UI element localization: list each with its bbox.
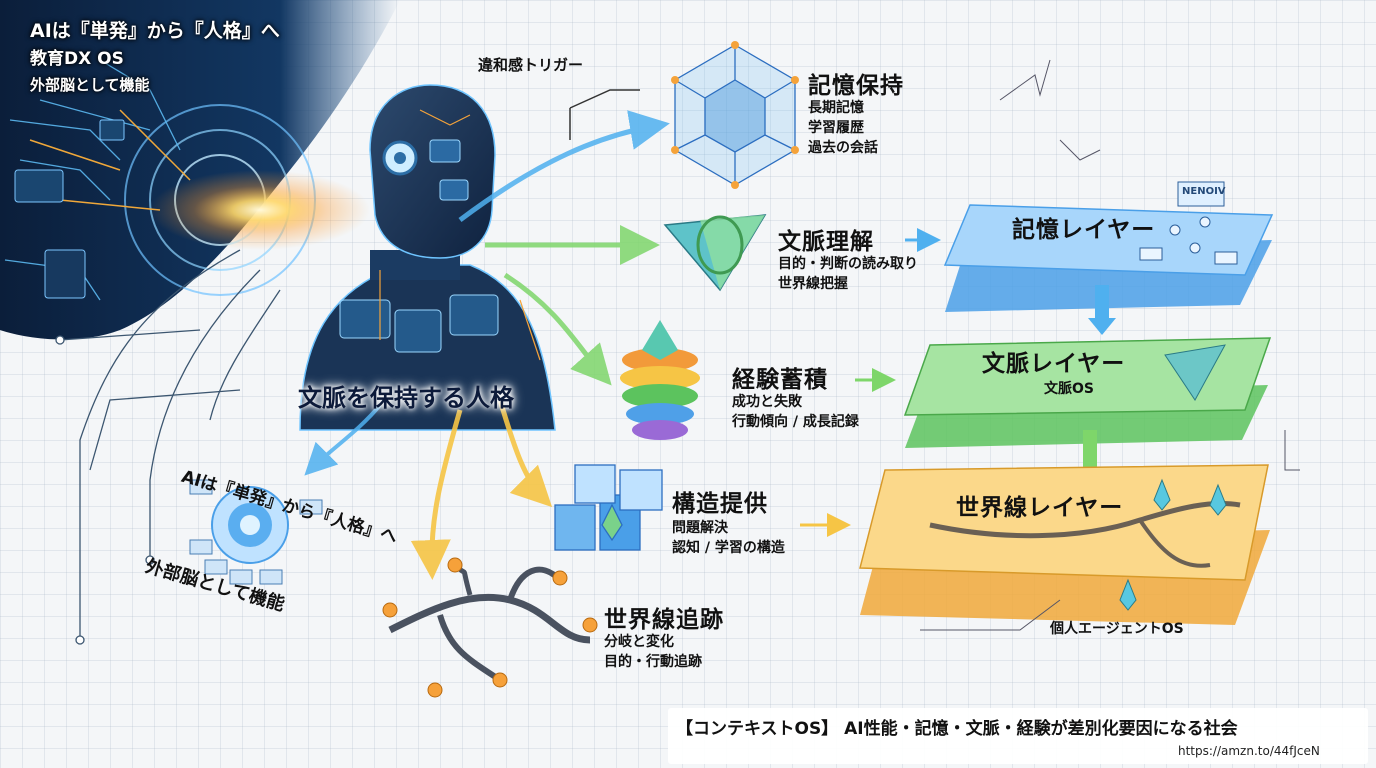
top-left-subtitle: 教育DX OS xyxy=(30,49,124,69)
memory-network-icon xyxy=(671,41,799,189)
memory-node-details: 長期記憶 学習履歴 過去の会話 xyxy=(808,100,878,156)
context-layer-subtitle: 文脈OS xyxy=(1044,381,1094,397)
top-left-title: AIは『単発』から『人格』へ xyxy=(30,20,280,42)
layer-stack-caption: 個人エージェントOS xyxy=(1050,621,1184,637)
footer-box xyxy=(668,708,1368,764)
arrow-to-structure xyxy=(497,399,553,508)
structure-node-title: 構造提供 xyxy=(672,491,768,517)
robot-figure xyxy=(299,84,556,431)
structure-node-details: 問題解決 認知 / 学習の構造 xyxy=(672,520,785,556)
context-prism-icon xyxy=(663,214,767,292)
worldline-map-icon xyxy=(382,557,598,698)
experience-node-details: 成功と失敗 行動傾向 / 成長記録 xyxy=(732,394,859,430)
arrow-to-left-diagram xyxy=(304,403,382,476)
experience-node-title: 経験蓄積 xyxy=(732,367,828,393)
center-persona-title: 文脈を保持する人格 xyxy=(298,384,514,412)
memory-layer-plane xyxy=(943,181,1274,312)
trigger-connector xyxy=(569,89,640,109)
left-bottom-diagram xyxy=(189,479,323,585)
trigger-label: 違和感トリガー xyxy=(478,56,584,74)
dark-swirl-background xyxy=(0,0,400,340)
memory-node-title: 記憶保持 xyxy=(808,73,904,99)
top-left-caption: 外部脳として機能 xyxy=(30,76,150,94)
experience-spiral-icon xyxy=(620,320,700,440)
context-node-title: 文脈理解 xyxy=(778,229,874,255)
memory-layer-tag: NENOIV xyxy=(1182,186,1226,197)
memory-layer-title: 記憶レイヤー xyxy=(1012,217,1156,243)
context-layer-plane xyxy=(903,337,1272,448)
context-node-details: 目的・判断の読み取り 世界線把握 xyxy=(778,256,918,292)
arrow-to-worldline xyxy=(410,409,463,580)
footer-url[interactable]: https://amzn.to/44fJceN xyxy=(1178,744,1320,758)
context-layer-title: 文脈レイヤー xyxy=(982,351,1126,377)
structure-panels-icon xyxy=(554,464,663,551)
layer-stack xyxy=(859,181,1274,625)
footer-caption: 【コンテキストOS】 AI性能・記憶・文脈・経験が差別化要因になる社会 xyxy=(676,719,1238,739)
arrow-to-experience xyxy=(503,272,612,386)
worldline-node-details: 分岐と変化 目的・行動追跡 xyxy=(604,634,702,670)
worldline-node-title: 世界線追跡 xyxy=(604,607,724,633)
world-layer-plane xyxy=(859,464,1270,625)
arrow-to-memory xyxy=(458,110,670,223)
circuit-lines xyxy=(55,249,281,645)
decorative-lines xyxy=(920,59,1300,631)
world-layer-title: 世界線レイヤー xyxy=(956,495,1124,521)
